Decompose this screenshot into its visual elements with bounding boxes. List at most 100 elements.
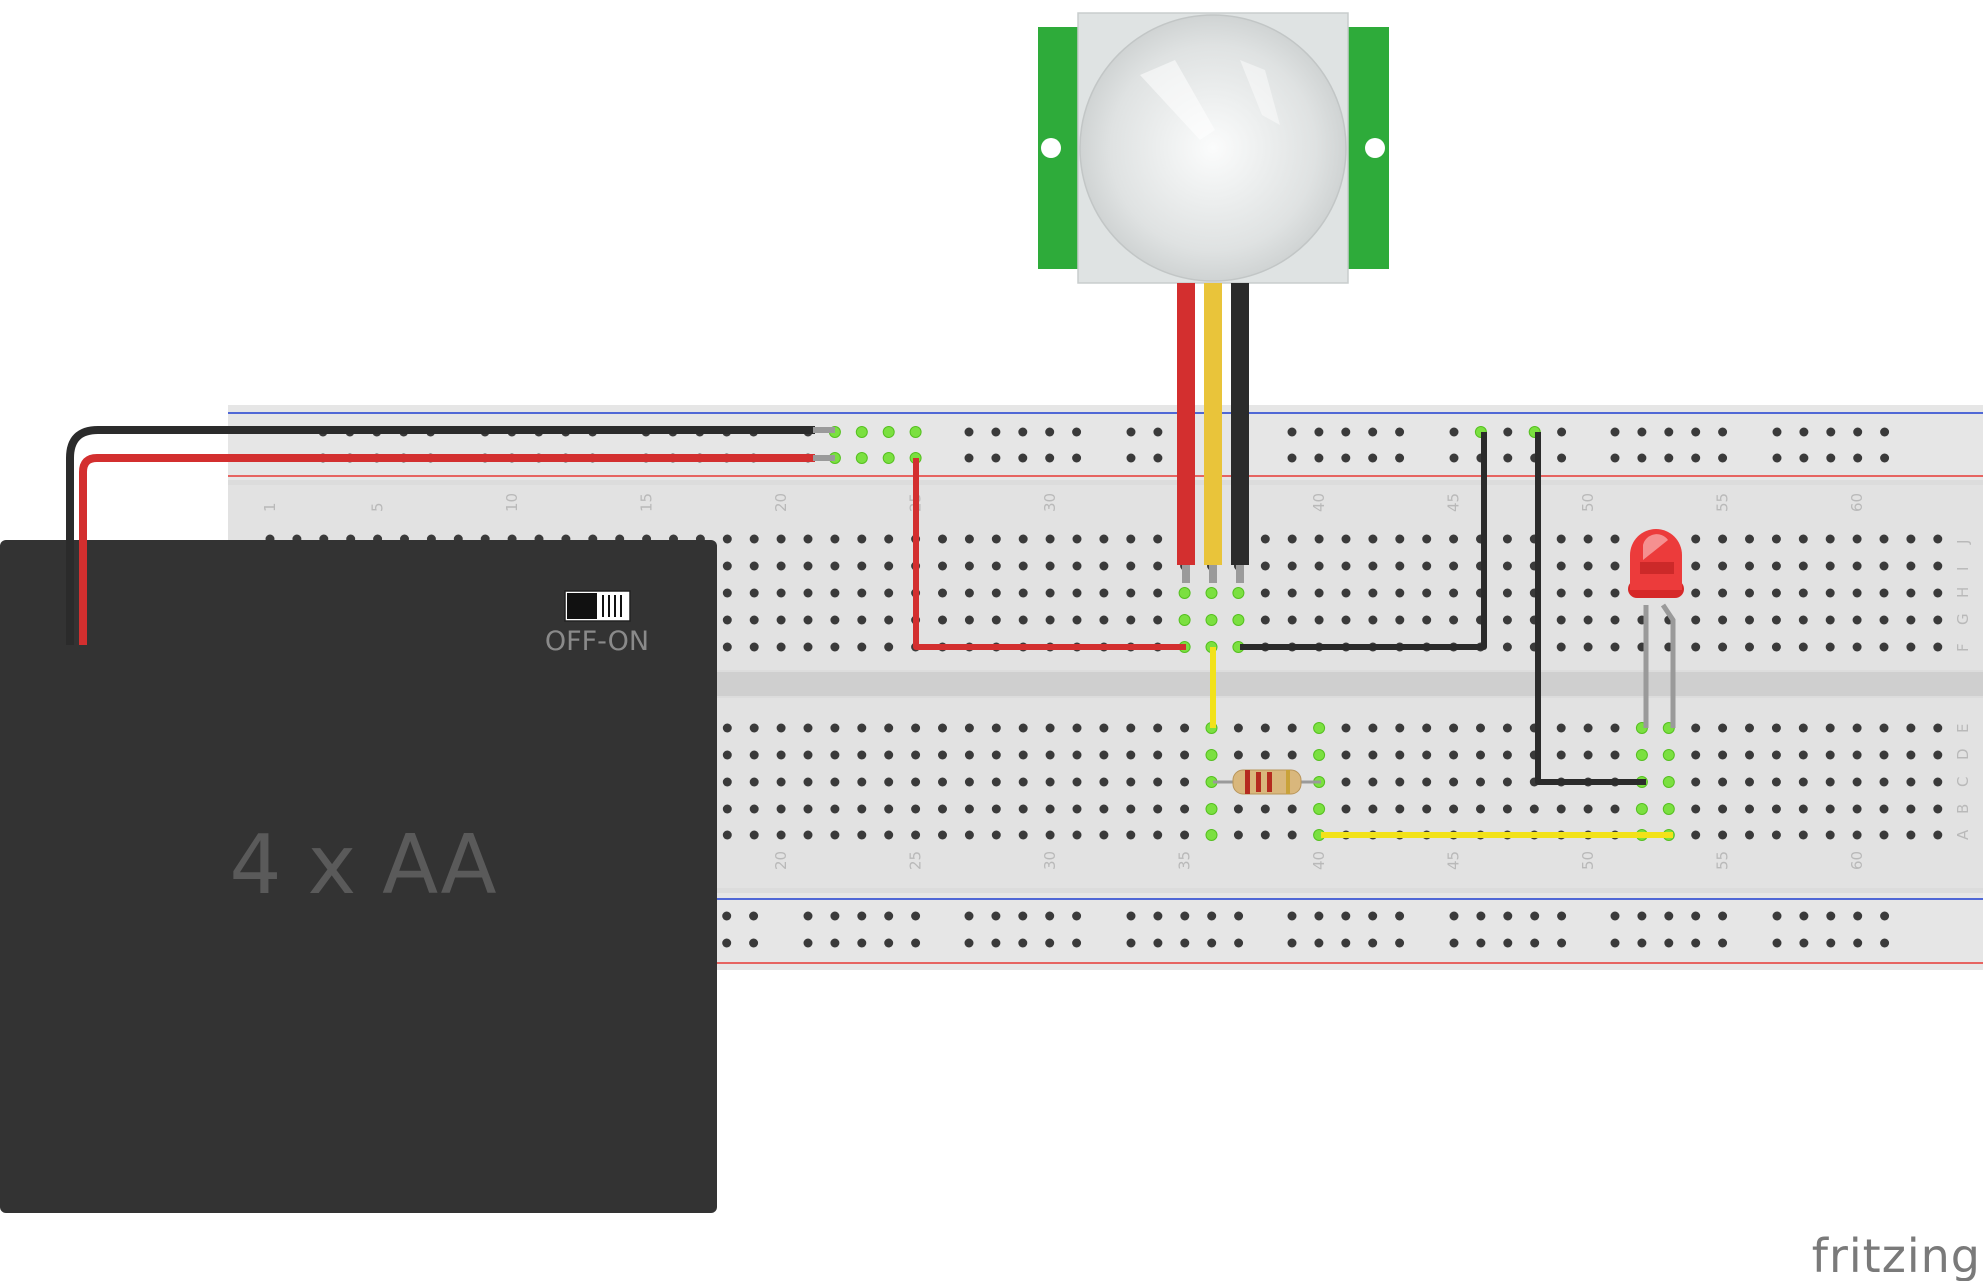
breadboard-hole	[857, 642, 867, 652]
breadboard-hole	[1771, 561, 1781, 571]
breadboard-hole	[884, 938, 894, 948]
breadboard-hole	[1476, 911, 1486, 921]
breadboard-hole	[1853, 938, 1863, 948]
breadboard-hole	[1099, 561, 1109, 571]
breadboard-hole	[1287, 804, 1297, 814]
breadboard-hole	[1556, 534, 1566, 544]
breadboard-hole	[1449, 938, 1459, 948]
breadboard-hole	[1664, 911, 1674, 921]
breadboard-hole	[1072, 830, 1082, 840]
row-letter-G: G	[1954, 613, 1972, 625]
breadboard-hole	[1180, 804, 1190, 814]
breadboard-hole	[1018, 561, 1028, 571]
breadboard-hole	[1018, 750, 1028, 760]
breadboard-hole	[830, 588, 840, 598]
breadboard-hole	[911, 723, 921, 733]
breadboard-hole	[1341, 615, 1351, 625]
breadboard-hole	[1852, 830, 1862, 840]
breadboard-hole	[1395, 453, 1405, 463]
black-wire-rail-to-led	[1535, 432, 1646, 785]
breadboard-hole	[1772, 938, 1782, 948]
breadboard-hole	[1745, 804, 1754, 814]
breadboard-hole	[803, 615, 813, 625]
breadboard-hole	[1099, 750, 1109, 760]
power-switch-grip	[602, 595, 622, 617]
breadboard-hole	[1502, 642, 1512, 652]
breadboard-hole	[1880, 911, 1890, 921]
breadboard-hole	[991, 561, 1001, 571]
battery-red-lead-tip	[813, 455, 835, 461]
breadboard-hole	[964, 534, 974, 544]
breadboard-hole	[1771, 750, 1781, 760]
breadboard-hole	[938, 804, 947, 814]
row-letter-F: F	[1954, 643, 1972, 652]
breadboard-hole	[1341, 723, 1351, 733]
breadboard-hole	[1233, 750, 1243, 760]
breadboard-hole	[1422, 615, 1432, 625]
breadboard-hole	[1045, 615, 1055, 625]
breadboard-hole	[1772, 453, 1782, 463]
breadboard-hole	[1395, 561, 1405, 571]
breadboard-hole	[1449, 453, 1459, 463]
battery-label: 4 x AA	[229, 818, 496, 913]
breadboard-hole	[749, 561, 759, 571]
breadboard-hole	[1771, 723, 1781, 733]
breadboard-hole	[1879, 588, 1889, 598]
breadboard-hole	[1018, 777, 1028, 787]
breadboard-hole	[1825, 830, 1835, 840]
breadboard-hole	[1662, 749, 1675, 761]
breadboard-hole	[1045, 804, 1055, 814]
breadboard-hole	[1099, 534, 1109, 544]
row-letter-E: E	[1954, 724, 1972, 733]
breadboard-hole	[1718, 938, 1728, 948]
breadboard-hole	[722, 750, 732, 760]
breadboard-hole	[1180, 750, 1190, 760]
breadboard-hole	[1610, 911, 1620, 921]
breadboard-hole	[749, 534, 759, 544]
breadboard-hole	[1529, 804, 1539, 814]
breadboard-hole	[1583, 723, 1593, 733]
breadboard-hole	[1018, 588, 1028, 598]
breadboard-hole	[882, 426, 895, 438]
breadboard-hole	[1313, 749, 1326, 761]
breadboard-hole	[1825, 588, 1835, 598]
breadboard-hole	[803, 777, 813, 787]
breadboard-hole	[1503, 427, 1513, 437]
breadboard-hole	[911, 938, 921, 948]
breadboard-hole	[1610, 750, 1620, 760]
breadboard-hole	[1691, 938, 1701, 948]
breadboard-hole	[1691, 453, 1701, 463]
breadboard-hole	[938, 561, 947, 571]
breadboard-hole	[1341, 804, 1351, 814]
breadboard-hole	[1825, 642, 1835, 652]
breadboard-hole	[830, 615, 840, 625]
breadboard-hole	[964, 427, 974, 437]
breadboard-hole	[1099, 588, 1109, 598]
breadboard-hole	[1126, 804, 1136, 814]
breadboard-hole	[1635, 803, 1648, 815]
breadboard-hole	[1691, 534, 1701, 544]
resistor-band-1	[1245, 770, 1250, 794]
breadboard-hole	[857, 777, 867, 787]
breadboard-hole	[1018, 911, 1028, 921]
breadboard-hole	[857, 534, 867, 544]
breadboard-hole	[1099, 615, 1109, 625]
breadboard-hole	[1449, 777, 1459, 787]
breadboard-hole	[1395, 723, 1405, 733]
breadboard-hole	[1287, 534, 1297, 544]
breadboard-hole	[1556, 750, 1566, 760]
led-leg-cathode	[1660, 603, 1676, 728]
breadboard-hole	[1557, 427, 1567, 437]
column-number-20: 20	[772, 851, 790, 870]
breadboard-hole	[1476, 750, 1485, 760]
breadboard-hole	[857, 561, 867, 571]
breadboard-hole	[1153, 588, 1163, 598]
breadboard-hole	[1691, 911, 1701, 921]
red-wire-rail-to-pir	[913, 458, 1186, 650]
breadboard-hole	[1906, 723, 1916, 733]
breadboard-hole	[1260, 723, 1270, 733]
breadboard-hole	[1180, 830, 1190, 840]
breadboard-hole	[1635, 749, 1648, 761]
breadboard-hole	[1853, 453, 1863, 463]
breadboard-hole	[1449, 427, 1459, 437]
